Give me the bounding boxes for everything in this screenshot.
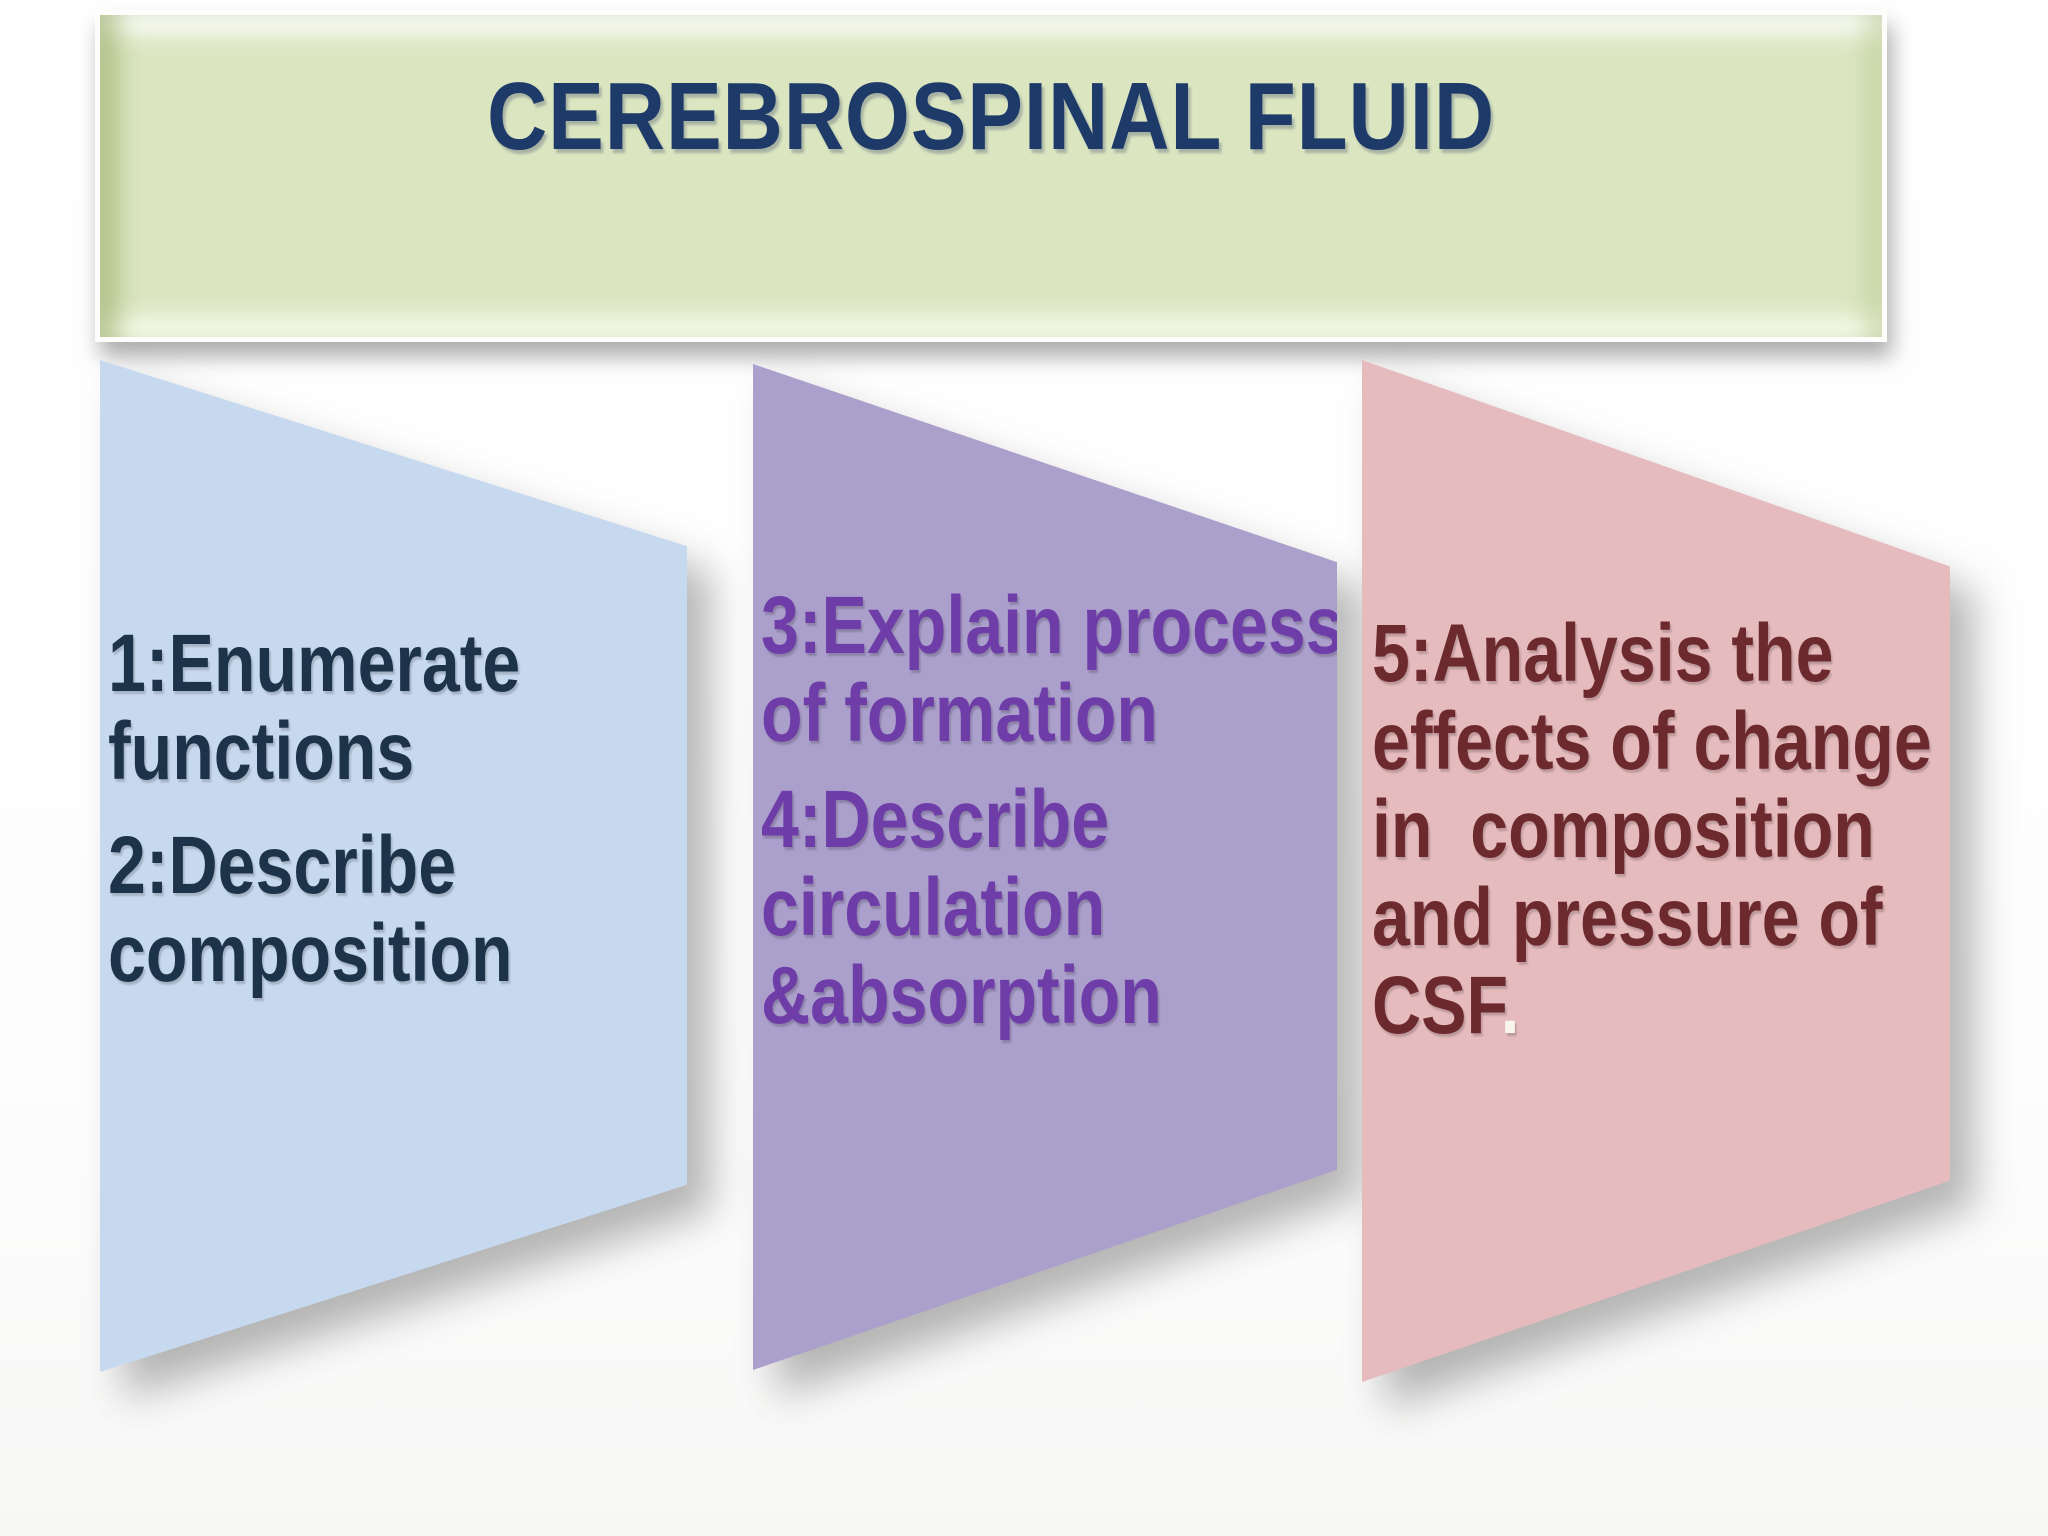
panel-objectives-3-4-text: 3:Explain process of formation 4:Describ…: [761, 582, 1337, 1040]
csf-text: CSF: [1372, 960, 1501, 1051]
panel-objective-5: 5:Analysis the effects of change in comp…: [1362, 360, 1950, 1382]
csf-period: .: [1500, 960, 1520, 1051]
objective-5: 5:Analysis the effects of change in comp…: [1372, 610, 1950, 1050]
panel-objective-5-shape: 5:Analysis the effects of change in comp…: [1362, 360, 1950, 1382]
objective-2: 2:Describe composition: [108, 822, 687, 998]
objective-line: effects of change: [1372, 696, 1932, 787]
objective-line: functions: [108, 706, 415, 797]
objective-line: circulation: [761, 862, 1106, 953]
objective-line: 3:Explain process: [761, 580, 1337, 671]
objective-1: 1:Enumerate functions: [108, 620, 687, 796]
objective-line: composition: [108, 908, 513, 999]
panel-objectives-3-4: 3:Explain process of formation 4:Describ…: [753, 364, 1337, 1370]
objective-line: of formation: [761, 668, 1158, 759]
objective-line-csf: CSF.: [1372, 962, 1950, 1050]
panel-objectives-1-2: 1:Enumerate functions 2:Describe composi…: [100, 360, 687, 1372]
panel-objectives-1-2-text: 1:Enumerate functions 2:Describe composi…: [108, 620, 687, 998]
objective-line: 5:Analysis the: [1372, 608, 1834, 699]
objective-line: in composition: [1372, 784, 1875, 875]
title-banner: CEREBROSPINAL FLUID: [95, 10, 1887, 342]
objective-line: and pressure of: [1372, 872, 1883, 963]
panel-objectives-1-2-shape: 1:Enumerate functions 2:Describe composi…: [100, 360, 687, 1372]
objective-line: 1:Enumerate: [108, 618, 521, 709]
objective-3: 3:Explain process of formation: [761, 582, 1337, 758]
objective-line: &absorption: [761, 950, 1162, 1041]
panel-objective-5-text: 5:Analysis the effects of change in comp…: [1372, 610, 1950, 1050]
objective-line: 4:Describe: [761, 774, 1110, 865]
panel-objectives-3-4-shape: 3:Explain process of formation 4:Describ…: [753, 364, 1337, 1370]
objective-line: 2:Describe: [108, 820, 457, 911]
objective-4: 4:Describe circulation &absorption: [761, 776, 1337, 1040]
slide-title: CEREBROSPINAL FLUID: [486, 63, 1496, 170]
